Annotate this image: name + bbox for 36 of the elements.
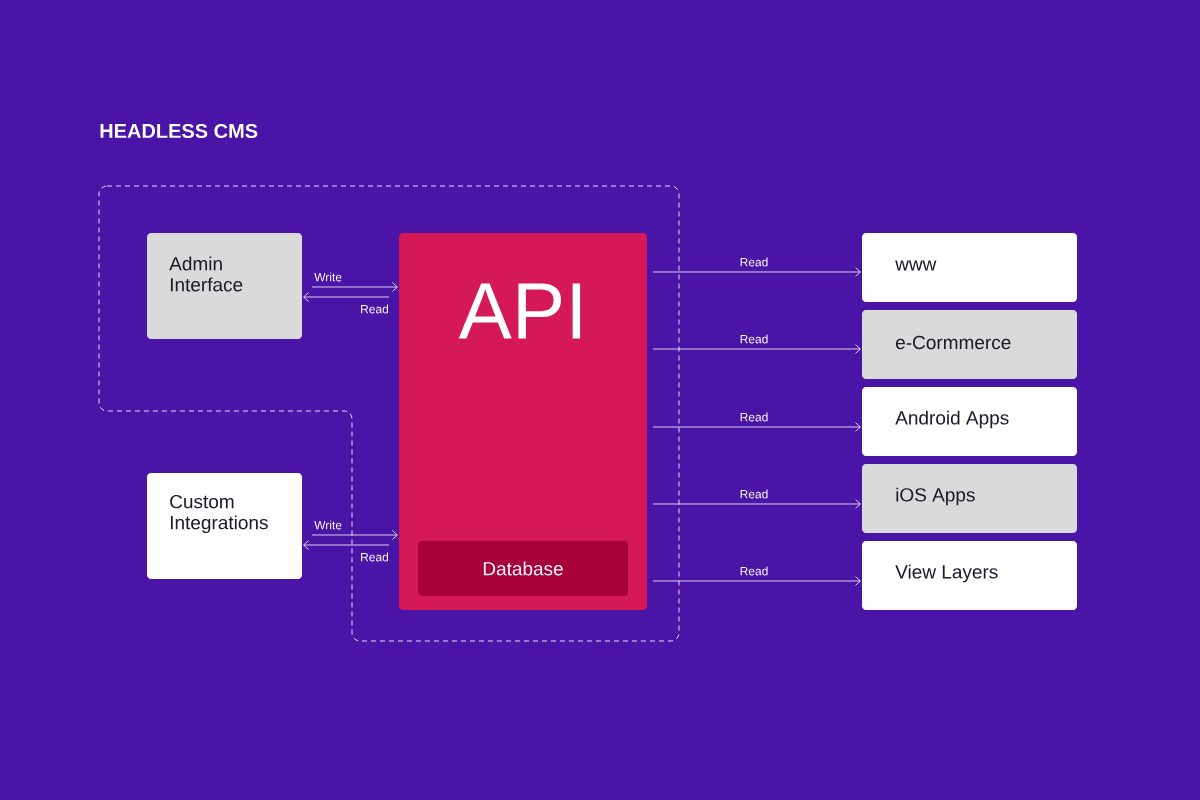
arrow	[311, 282, 398, 292]
database-box	[418, 541, 628, 596]
component-box	[147, 233, 302, 339]
arrow	[652, 344, 861, 354]
box-label: View Layers	[895, 564, 998, 583]
channel-box	[862, 310, 1077, 379]
arrow	[652, 267, 861, 277]
edge-label: Read	[740, 566, 768, 576]
channel-box	[862, 464, 1077, 533]
edge-label: Write	[314, 520, 342, 530]
arrow	[652, 422, 861, 432]
arrow	[652, 499, 861, 509]
arrow	[303, 292, 390, 302]
arrow	[652, 576, 861, 586]
edge-label: Read	[361, 304, 388, 314]
box-label: www	[895, 260, 937, 271]
arrow	[303, 540, 390, 550]
box-label: e-Cormmerce	[896, 335, 1011, 350]
edge-label: Read	[361, 552, 388, 562]
channel-box	[862, 233, 1077, 302]
edge-label: Read	[740, 257, 768, 267]
edge-label: Read	[740, 412, 768, 422]
edge-label: Read	[740, 334, 768, 344]
channel-box	[862, 541, 1077, 610]
arrow	[311, 530, 398, 540]
api-label: API	[458, 283, 581, 339]
box-label: Android Apps	[895, 410, 1009, 429]
edge-label: Read	[740, 489, 768, 499]
title: HEADLESS CMS	[100, 123, 258, 139]
box-label: iOS Apps	[896, 487, 975, 506]
box-label: Admin Interface	[169, 256, 243, 292]
component-box	[147, 473, 302, 579]
channel-box	[862, 387, 1077, 456]
edge-label: Write	[314, 272, 342, 282]
box-label: Custom Integrations	[170, 494, 268, 534]
box-label: Database	[483, 561, 563, 576]
